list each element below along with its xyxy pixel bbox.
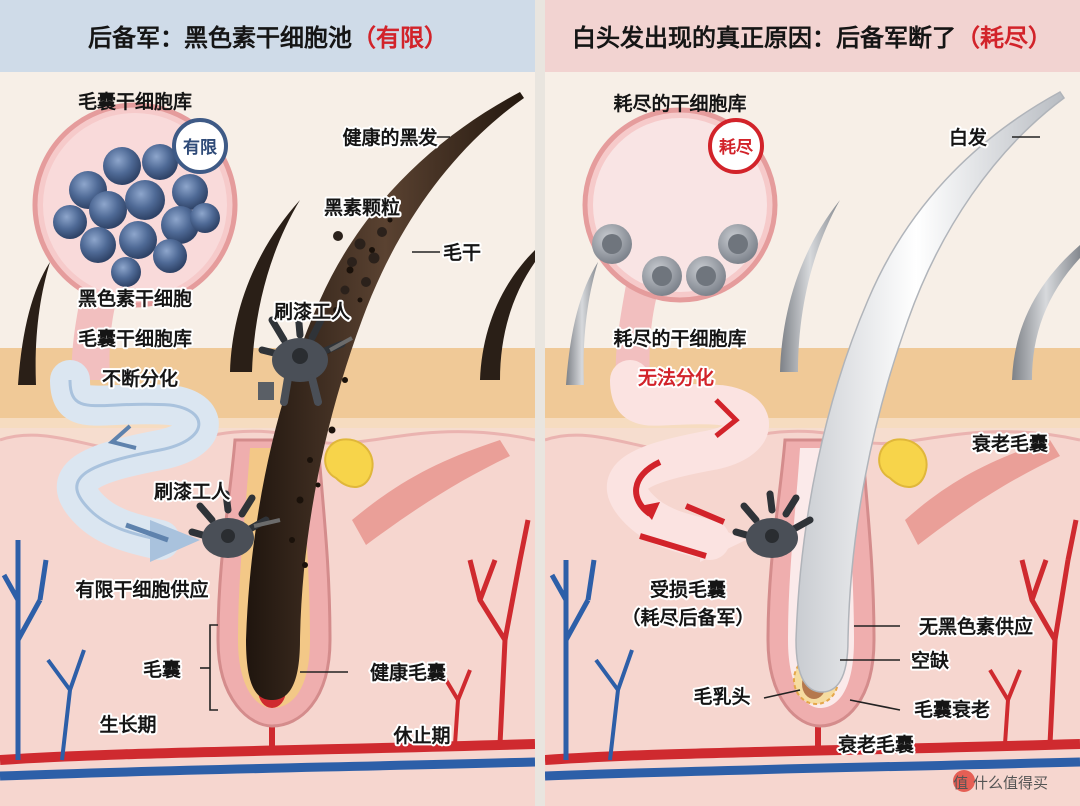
svg-text:值 什么值得买: 值 什么值得买 bbox=[953, 774, 1048, 792]
growth-phase-label: 生长期 bbox=[99, 713, 156, 736]
failed-differentiation-arrow bbox=[606, 360, 769, 562]
aging-follicle-label: 衰老毛囊 bbox=[971, 432, 1049, 455]
blood-vessels-right bbox=[545, 519, 1080, 781]
papilla-label: 毛乳头 bbox=[693, 685, 750, 708]
melanin-granules bbox=[333, 227, 387, 295]
right-reservoir-label-2: 耗尽的干细胞库 bbox=[613, 327, 746, 350]
limited-badge bbox=[172, 118, 228, 174]
left-header bbox=[0, 0, 535, 72]
left-reservoir-label-2: 毛囊干细胞库 bbox=[78, 327, 192, 350]
dormant-worker bbox=[732, 490, 814, 558]
follicle-label: 毛囊 bbox=[143, 658, 182, 681]
division-label: 不断分化 bbox=[102, 367, 178, 390]
left-panel bbox=[0, 0, 535, 806]
follicle-aging-label: 毛囊衰老 bbox=[914, 698, 990, 721]
differentiation-flow-arrow bbox=[50, 360, 219, 562]
damaged-follicle-label: 受损毛囊 bbox=[650, 578, 727, 601]
no-melanin-label: 无黑色素供应 bbox=[919, 615, 1033, 638]
painter-top-label: 刷漆工人 bbox=[274, 300, 351, 323]
damaged-follicle-sublabel: （耗尽后备军） bbox=[621, 606, 754, 629]
white-hair bbox=[795, 91, 1066, 693]
painter-worker-bottom bbox=[188, 490, 281, 558]
stem-cell-reservoir bbox=[32, 102, 238, 380]
stem-cell-label: 黑色素干细胞 bbox=[78, 287, 192, 310]
left-title: 后备军：黑色素干细胞池（有限） bbox=[88, 24, 448, 52]
depleted-badge bbox=[708, 118, 764, 174]
gap-label: 空缺 bbox=[911, 649, 950, 672]
right-reservoir-label: 耗尽的干细胞库 bbox=[613, 92, 746, 115]
supply-label: 有限干细胞供应 bbox=[75, 578, 208, 601]
right-panel bbox=[545, 0, 1080, 806]
right-title: 白头发出现的真正原因：后备军断了（耗尽） bbox=[572, 24, 1052, 52]
right-header bbox=[545, 0, 1080, 72]
depleted-stem-cells bbox=[592, 224, 758, 296]
left-badge-label: 有限 bbox=[183, 137, 217, 158]
melanocyte-stem-cells bbox=[53, 144, 220, 287]
painter-worker-top bbox=[258, 308, 353, 406]
depleted-stem-cell-reservoir bbox=[582, 107, 778, 380]
healthy-hair-label: 健康的黑发 bbox=[342, 126, 438, 149]
watermark: 值 什么值得买 bbox=[953, 770, 1048, 792]
failed-division-label: 无法分化 bbox=[638, 366, 714, 389]
white-hair-label: 白发 bbox=[949, 126, 988, 149]
aging-follicle-bottom-label: 衰老毛囊 bbox=[837, 733, 915, 756]
right-badge-label: 耗尽 bbox=[719, 137, 754, 158]
left-reservoir-label: 毛囊干细胞库 bbox=[78, 90, 192, 113]
shaft-label: 毛干 bbox=[443, 242, 481, 264]
panel-divider bbox=[535, 0, 545, 806]
healthy-follicle-label: 健康毛囊 bbox=[370, 661, 447, 684]
painter-bottom-label: 刷漆工人 bbox=[154, 480, 231, 503]
blood-vessels-left bbox=[0, 519, 535, 781]
rest-phase-label: 休止期 bbox=[392, 725, 450, 747]
melanin-label: 黑素颗粒 bbox=[324, 196, 400, 219]
